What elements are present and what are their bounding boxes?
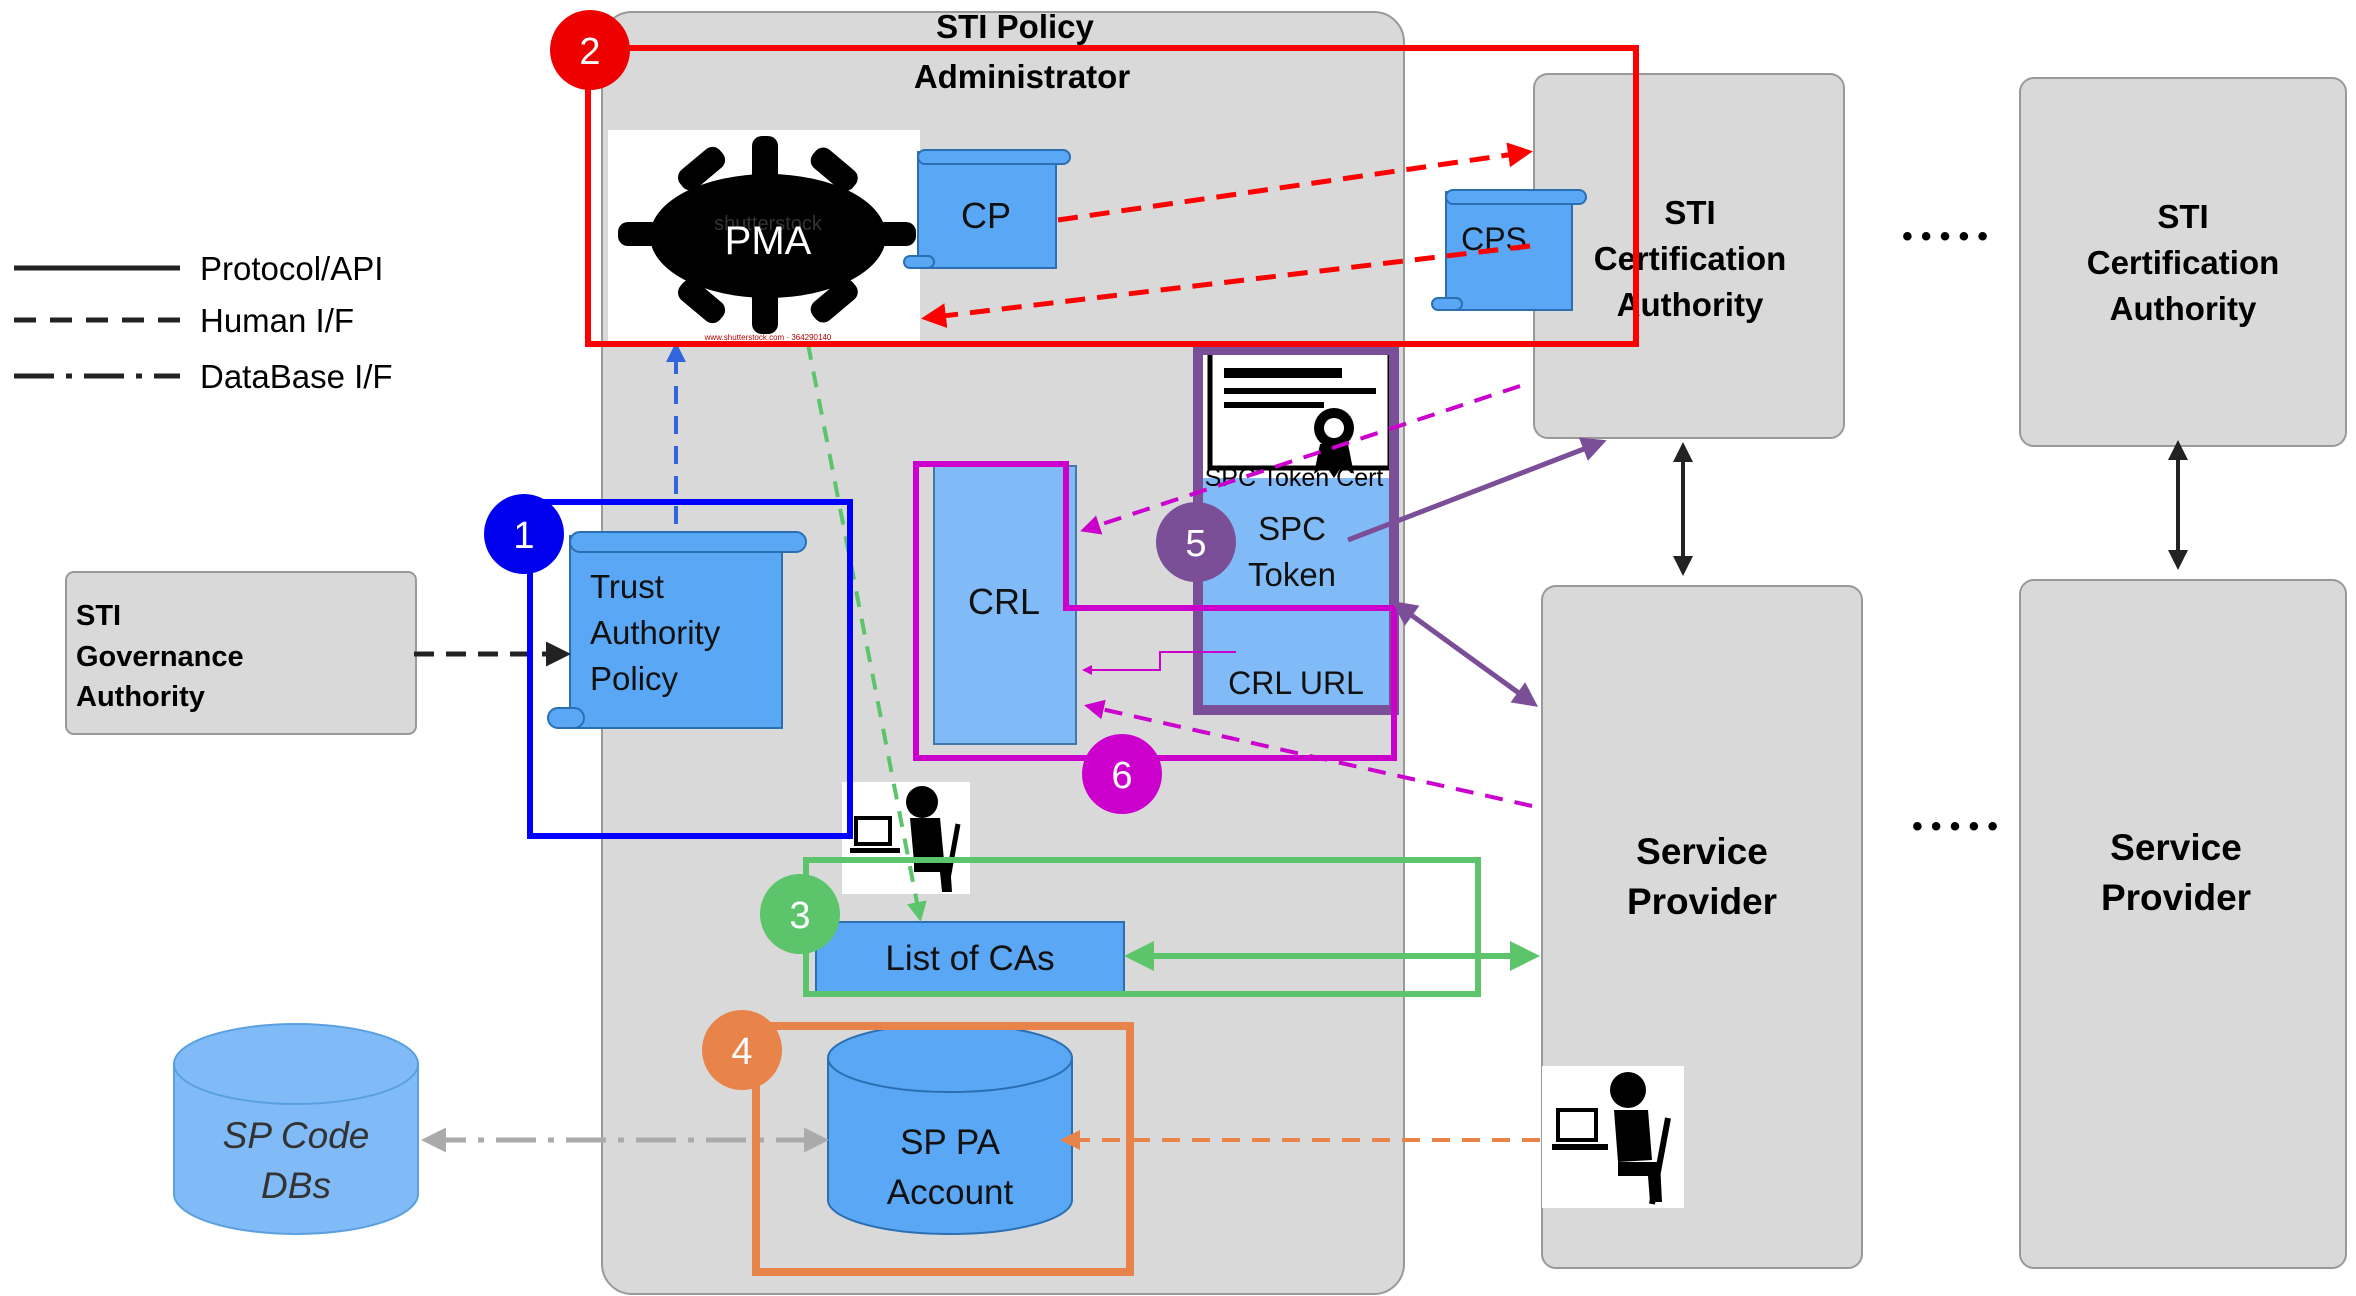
trust-policy-line3: Policy	[590, 660, 679, 697]
badge-3-label: 3	[789, 895, 810, 937]
sti-ca-1-line3: Authority	[1617, 286, 1764, 323]
group-1-outline	[527, 499, 853, 839]
sti-ca-1-line2: Certification	[1594, 240, 1787, 277]
sp-code-dbs-line1: SP Code	[223, 1115, 370, 1156]
governance-line3: Authority	[76, 681, 205, 713]
trust-policy-line2: Authority	[590, 614, 721, 651]
pma-to-list-arrow	[806, 343, 927, 922]
token-to-ca-arrow	[1347, 437, 1607, 543]
ellipsis-sp: • • • • •	[1912, 810, 1998, 843]
badge-3: 3	[760, 874, 840, 954]
governance-line2: Governance	[76, 641, 244, 673]
sp-1-line2: Provider	[1627, 881, 1777, 922]
legend-protocol-label: Protocol/API	[200, 250, 383, 287]
badge-5: 5	[1156, 502, 1236, 582]
crl-url-label: CRL URL	[1228, 665, 1364, 701]
legend: Protocol/API Human I/F DataBase I/F	[14, 250, 393, 395]
sp-2-line2: Provider	[2101, 877, 2251, 918]
pa-title-line2: Administrator	[914, 58, 1131, 95]
legend-database-label: DataBase I/F	[200, 358, 393, 395]
cp-label: CP	[961, 195, 1011, 236]
token-sp-arrow	[1391, 601, 1539, 707]
pma-label: PMA	[725, 219, 812, 263]
sp-2-line1: Service	[2110, 827, 2242, 868]
sp-1-line1: Service	[1636, 831, 1768, 872]
sti-ca-2-line1: STI	[2157, 198, 2208, 235]
badge-5-label: 5	[1185, 523, 1206, 565]
badge-6-label: 6	[1111, 755, 1132, 797]
pma-watermark: shutterstock	[714, 213, 823, 235]
badge-1: 1	[484, 494, 564, 574]
pma-watermark-small: www.shutterstock.com · 364290140	[704, 333, 832, 342]
ca-to-crl-arrow	[1080, 384, 1521, 535]
badge-4: 4	[702, 1010, 782, 1090]
governance-line1: STI	[76, 600, 121, 632]
spc-token-line1: SPC	[1258, 510, 1326, 547]
group-2-outline	[585, 45, 1639, 347]
trust-policy-line1: Trust	[590, 568, 664, 605]
ca-to-pma-arrow	[921, 243, 1531, 329]
trust-policy-scroll-icon	[547, 531, 807, 729]
operator-icon-1	[842, 782, 970, 894]
pma-meeting-icon: shutterstock PMA www.shutterstock.com · …	[618, 136, 916, 342]
crl-label: CRL	[968, 581, 1040, 622]
pa-title-line1: STI Policy	[936, 8, 1094, 45]
certificate-icon	[1207, 349, 1393, 478]
operator-icon-2	[1542, 1066, 1684, 1208]
badge-2: 2	[550, 10, 630, 90]
sp-pa-account-line2: Account	[887, 1173, 1014, 1212]
group-4-outline	[752, 1022, 1134, 1276]
sti-ca-1-line1: STI	[1664, 194, 1715, 231]
sp-code-dbs-db-icon	[173, 1023, 419, 1235]
cp-scroll-icon	[903, 149, 1071, 269]
crl-box	[933, 465, 1077, 745]
badge-4-label: 4	[731, 1031, 752, 1073]
cps-scroll-icon	[1431, 189, 1587, 311]
badge-6: 6	[1082, 734, 1162, 814]
sp-code-dbs-line2: DBs	[261, 1165, 331, 1206]
spc-token-cert-label: SPC Token Cert	[1205, 464, 1384, 492]
sti-ca-2-line2: Certification	[2087, 244, 2280, 281]
sp-pa-account-line1: SP PA	[900, 1123, 1001, 1162]
sti-ca-2-line3: Authority	[2110, 290, 2257, 327]
legend-human-label: Human I/F	[200, 302, 354, 339]
sp-pa-account-db-icon	[827, 1023, 1073, 1235]
crl-url-to-crl-arrow	[1082, 651, 1236, 675]
ellipsis-ca: • • • • •	[1902, 220, 1988, 253]
cp-to-ca-arrow	[1057, 142, 1533, 223]
service-provider-box-2	[2019, 579, 2347, 1269]
sp-to-crl-arrow	[1084, 699, 1533, 808]
badge-2-label: 2	[579, 31, 600, 73]
badge-1-label: 1	[513, 515, 534, 557]
list-of-cas-label: List of CAs	[885, 939, 1054, 978]
spc-token-line2: Token	[1248, 556, 1336, 593]
